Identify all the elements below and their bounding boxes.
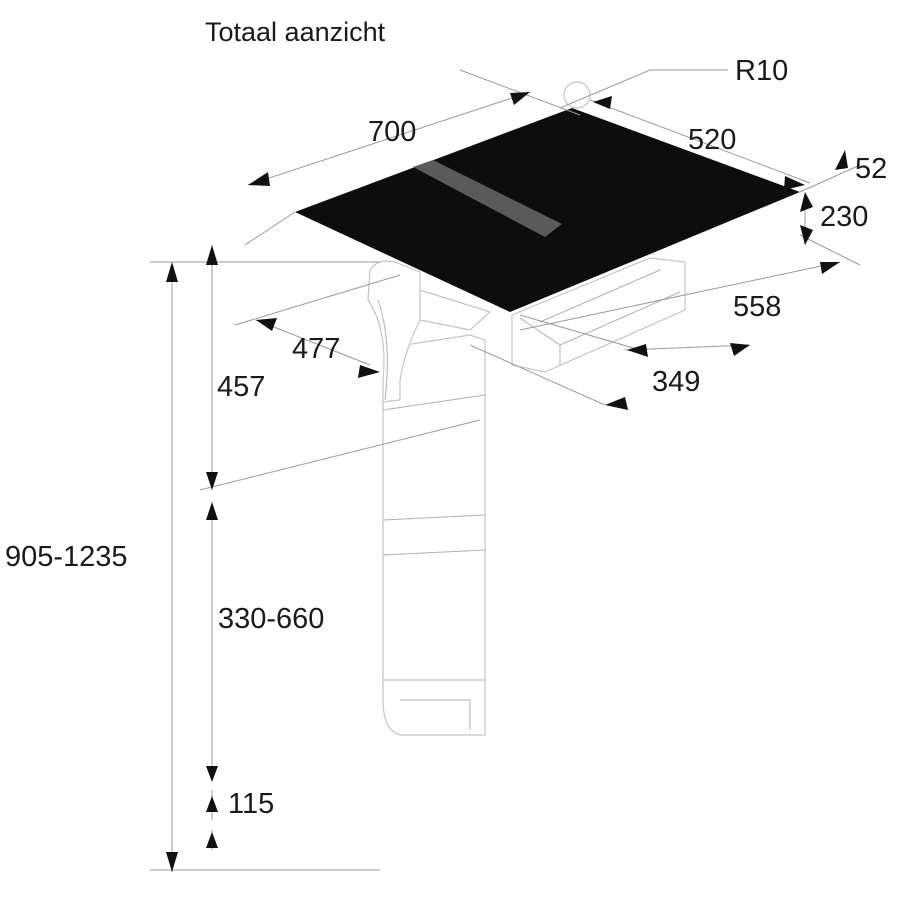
label-thickness: 52 [855,153,887,185]
label-cutout-depth: 558 [733,291,781,323]
label-depth: 520 [688,124,736,156]
label-telescopic-range: 330-660 [218,603,324,635]
dimension-arrows [166,92,848,872]
label-total-height: 905-1235 [5,541,128,573]
drawing-title: Totaal aanzicht [205,17,386,47]
radius-callout [559,69,728,109]
label-width: 700 [368,116,416,148]
label-height-below-top: 230 [820,201,868,233]
motor-box [419,257,686,373]
label-radius: R10 [735,55,788,87]
label-bottom-height: 115 [228,788,274,820]
label-upper-height: 457 [217,371,265,403]
duct-column [367,260,486,736]
downdraft-vent [413,160,562,237]
label-box-width: 349 [652,366,700,398]
label-duct-offset: 477 [292,333,340,365]
cooktop-glass [295,108,800,312]
